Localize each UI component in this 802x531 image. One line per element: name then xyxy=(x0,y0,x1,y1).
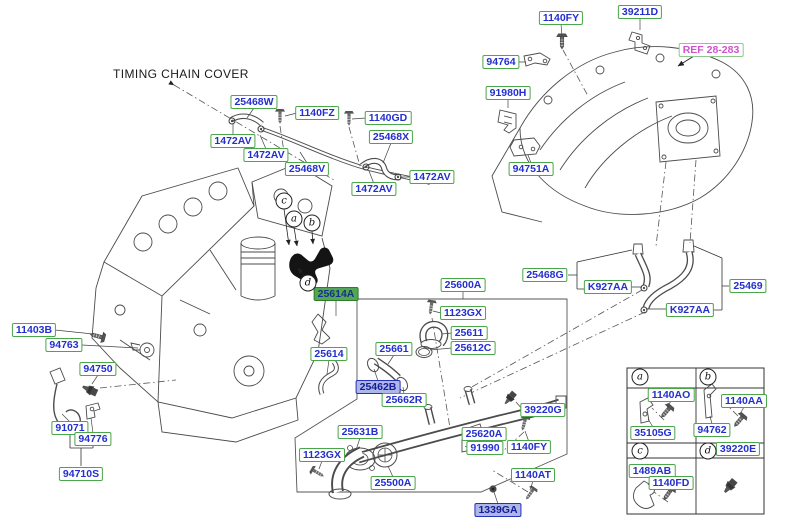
part-label-1472av[interactable]: 1472AV xyxy=(409,170,455,184)
part-label-1140fy[interactable]: 1140FY xyxy=(538,11,584,25)
timing-chain-cover-note: TIMING CHAIN COVER xyxy=(113,67,249,81)
part-label-25468w[interactable]: 25468W xyxy=(230,95,278,109)
part-label-1140aa[interactable]: 1140AA xyxy=(721,394,767,408)
part-label-25620a[interactable]: 25620A xyxy=(461,427,507,441)
callout-letter-d: d xyxy=(699,442,717,460)
part-label-1123gx[interactable]: 1123GX xyxy=(440,306,486,320)
part-label-35105g[interactable]: 35105G xyxy=(630,426,676,440)
part-label-25614[interactable]: 25614 xyxy=(310,347,348,361)
part-label-25614a[interactable]: 25614A xyxy=(313,287,359,301)
callout-letter-a: a xyxy=(631,368,649,386)
part-label-1140fz[interactable]: 1140FZ xyxy=(295,106,339,120)
mount-brackets-top-right xyxy=(497,31,695,157)
part-label-25469[interactable]: 25469 xyxy=(729,279,767,293)
callout-letter-c: c xyxy=(275,192,293,210)
callout-letter-a: a xyxy=(285,210,303,228)
bypass-hoses xyxy=(568,239,729,314)
part-label-94750[interactable]: 94750 xyxy=(79,362,117,376)
part-label-1140ao[interactable]: 1140AO xyxy=(647,388,695,402)
callout-letter-b: b xyxy=(303,214,321,232)
part-label-1140gd[interactable]: 1140GD xyxy=(364,111,412,125)
part-label-25661[interactable]: 25661 xyxy=(375,342,413,356)
part-label-1472av[interactable]: 1472AV xyxy=(210,134,256,148)
legend-table-grid xyxy=(626,367,765,515)
part-label-25612c[interactable]: 25612C xyxy=(450,341,496,355)
part-label-25468v[interactable]: 25468V xyxy=(284,162,330,176)
part-label-91980h[interactable]: 91980H xyxy=(485,86,531,100)
part-label-39211d[interactable]: 39211D xyxy=(617,5,663,19)
part-label-25600a[interactable]: 25600A xyxy=(440,278,486,292)
part-label-39220g[interactable]: 39220G xyxy=(520,403,566,417)
part-label-1140at[interactable]: 1140AT xyxy=(511,468,555,482)
part-label-25462b[interactable]: 25462B xyxy=(355,380,401,394)
part-label-91990[interactable]: 91990 xyxy=(466,441,504,455)
part-label-1472av[interactable]: 1472AV xyxy=(243,148,289,162)
part-label-k927aa[interactable]: K927AA xyxy=(665,303,715,317)
part-label-94710s[interactable]: 94710S xyxy=(58,467,104,481)
part-label-39220e[interactable]: 39220E xyxy=(715,442,761,456)
callout-letter-d: d xyxy=(299,274,317,292)
part-label-94751a[interactable]: 94751A xyxy=(508,162,554,176)
callout-letter-b: b xyxy=(699,368,717,386)
part-label-11403b[interactable]: 11403B xyxy=(11,323,57,337)
part-label-1472av[interactable]: 1472AV xyxy=(351,182,397,196)
assembly-group-box xyxy=(294,298,568,493)
part-label-94763[interactable]: 94763 xyxy=(45,338,83,352)
part-label-1339ga[interactable]: 1339GA xyxy=(474,503,522,517)
part-label-94776[interactable]: 94776 xyxy=(74,432,112,446)
part-label-25468g[interactable]: 25468G xyxy=(522,268,568,282)
part-label-25500a[interactable]: 25500A xyxy=(370,476,416,490)
callout-letter-c: c xyxy=(631,442,649,460)
part-label-91071[interactable]: 91071 xyxy=(51,421,89,435)
part-label-25611[interactable]: 25611 xyxy=(450,326,488,340)
intake-manifold-drawing xyxy=(491,46,754,223)
part-label-25468x[interactable]: 25468X xyxy=(368,130,414,144)
part-label-25631b[interactable]: 25631B xyxy=(337,425,383,439)
part-label-25662r[interactable]: 25662R xyxy=(381,393,427,407)
part-label-94764[interactable]: 94764 xyxy=(482,55,520,69)
part-label-1140fd[interactable]: 1140FD xyxy=(648,476,694,490)
part-label-ref-28-283[interactable]: REF 28-283 xyxy=(678,43,744,57)
part-label-1140fy[interactable]: 1140FY xyxy=(506,440,552,454)
part-label-k927aa[interactable]: K927AA xyxy=(583,280,633,294)
part-label-1123gx[interactable]: 1123GX xyxy=(299,448,345,462)
part-label-94762[interactable]: 94762 xyxy=(693,423,731,437)
